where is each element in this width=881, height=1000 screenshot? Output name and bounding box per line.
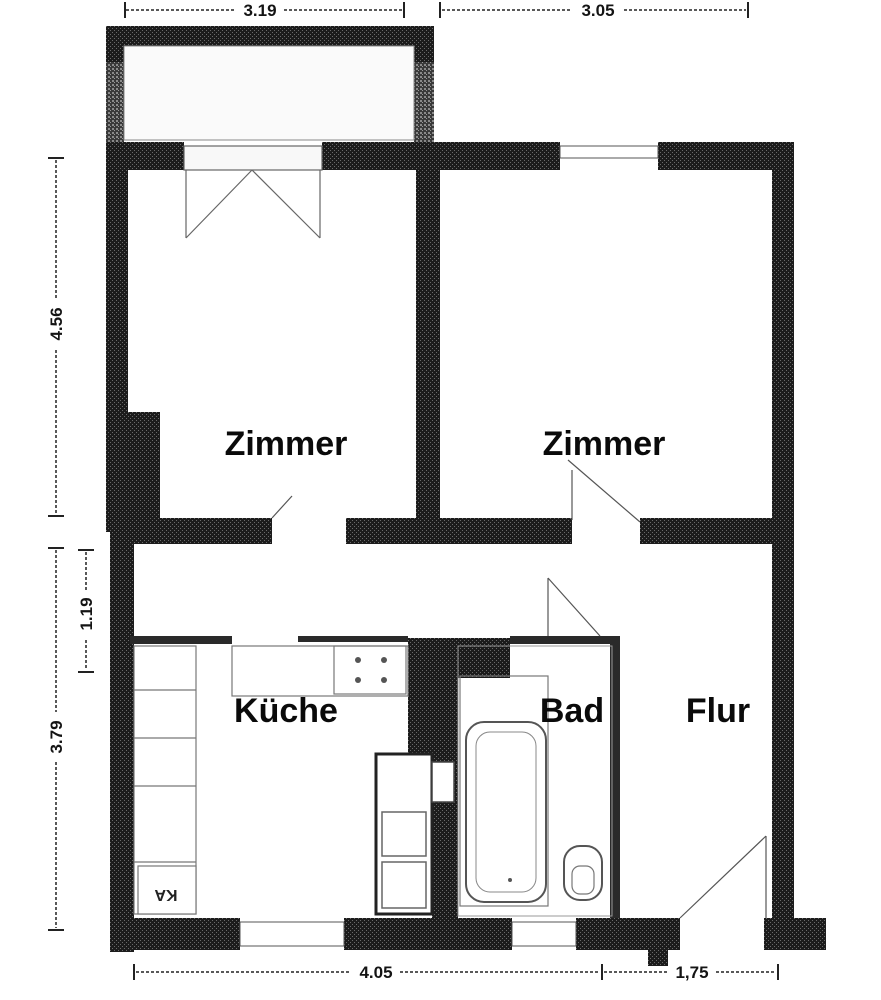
room-label-bad: Bad (540, 692, 604, 730)
stove-icon (333, 645, 407, 695)
bathtub-icon (459, 675, 549, 907)
ka-cabinet: KA (137, 865, 197, 915)
dim-label-left-lower: 3.79 (47, 720, 66, 753)
bath-outline (457, 645, 613, 917)
balcony (106, 26, 434, 142)
exterior-walls (106, 142, 826, 966)
dim-label-top-left: 3.19 (243, 1, 276, 20)
dim-label-left-upper: 4.56 (47, 307, 66, 340)
ka-label: KA (154, 886, 178, 903)
room-label-zimmer-left: Zimmer (225, 425, 348, 463)
chimney-block (374, 752, 455, 916)
dim-label-left-inner: 1.19 (77, 597, 96, 630)
toilet-icon (563, 845, 603, 901)
windows (239, 145, 659, 947)
room-label-zimmer-right: Zimmer (543, 425, 666, 463)
room-label-kueche: Küche (234, 692, 338, 730)
balcony-door (183, 145, 323, 239)
dim-label-bottom-left: 4.05 (359, 963, 392, 982)
dim-label-bottom-right: 1,75 (675, 963, 708, 982)
doors (271, 459, 767, 919)
dim-label-top-right: 3.05 (581, 1, 614, 20)
left-pier (106, 412, 160, 532)
thin-walls (130, 636, 620, 918)
interior-walls (128, 170, 772, 918)
room-label-flur: Flur (686, 692, 750, 730)
